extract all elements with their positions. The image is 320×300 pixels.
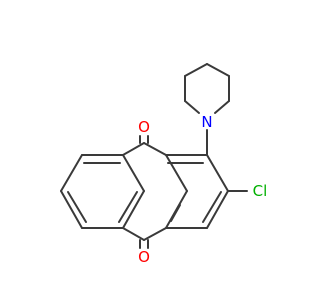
oxygen-atom-label: O: [138, 248, 150, 266]
bond: [60, 190, 83, 229]
bond: [143, 227, 167, 241]
bond: [184, 100, 200, 114]
bond: [206, 154, 229, 192]
bond: [118, 191, 138, 223]
atom-labels: O O N Cl: [138, 113, 267, 266]
bonds: [60, 63, 248, 249]
bond: [206, 190, 229, 229]
bond: [184, 63, 208, 77]
bond: [67, 191, 87, 223]
bond: [122, 190, 145, 229]
bond: [143, 142, 167, 156]
bond: [165, 154, 188, 192]
bond: [214, 100, 230, 114]
bond: [122, 154, 145, 192]
nitrogen-atom-label: N: [201, 113, 212, 131]
chlorine-atom-label: Cl: [253, 182, 268, 200]
bond: [122, 142, 145, 156]
bond: [122, 227, 145, 241]
chemical-structure-diagram: O O N Cl: [60, 63, 267, 266]
bond: [60, 154, 83, 192]
oxygen-atom-label: O: [138, 118, 150, 136]
bond: [170, 204, 181, 222]
bond: [206, 63, 230, 77]
bond: [202, 191, 222, 223]
